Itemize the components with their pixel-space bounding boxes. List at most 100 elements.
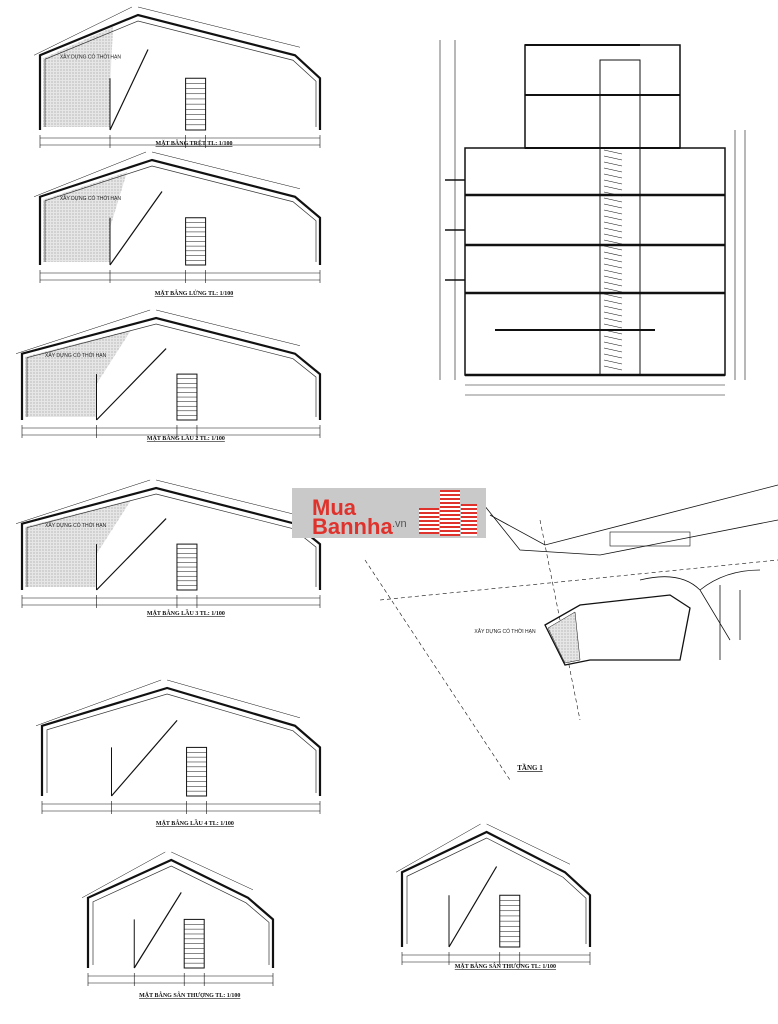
stair-step [603, 281, 623, 287]
dimension-line [15, 309, 151, 354]
site-plan [364, 484, 778, 781]
inner-wall [26, 323, 317, 417]
floor-plan-3 [15, 309, 322, 438]
dimension-line [156, 479, 301, 516]
floor-plan-1 [33, 6, 322, 148]
site-plan-title: TẦNG 1 [517, 764, 543, 772]
dimension-line [167, 679, 301, 719]
inner-wall [44, 165, 317, 262]
section-upper-floors [524, 44, 681, 149]
stair-step [603, 155, 623, 161]
site-plan-note: XÂY DỰNG CÓ THỜI HẠN [474, 628, 536, 635]
logo-text-vn: .vn [392, 518, 407, 530]
stair-step [603, 293, 623, 299]
street-centerline [379, 559, 778, 601]
slanted-wall [448, 866, 498, 948]
plan-title: MẶT BẰNG TRỆT TL: 1/100 [156, 139, 233, 147]
logo-building-icon [461, 504, 477, 536]
slanted-wall [96, 518, 167, 591]
logo-text-bannha: Bannha [312, 514, 393, 539]
slanted-wall [96, 348, 167, 421]
floor-plan-6 [81, 851, 275, 986]
floor-plan-5 [35, 679, 322, 814]
stair-step [603, 215, 623, 221]
plan-note: XÂY DỰNG CÓ THỜI HẠN [45, 352, 107, 359]
plan-note: XÂY DỰNG CÓ THỜI HẠN [45, 522, 107, 529]
building-section [439, 40, 746, 396]
plan-title: MẶT BẰNG SÂN THƯỢNG TL: 1/100 [139, 991, 240, 999]
road-edge [479, 499, 778, 556]
logo-building-icon [419, 508, 439, 534]
stair-step [603, 173, 623, 179]
dimension-line [15, 479, 151, 524]
stair-step [603, 359, 623, 365]
logo-building-icon [440, 490, 460, 536]
temporary-construction-area [43, 27, 113, 127]
stair-step [603, 335, 623, 341]
inner-wall [406, 837, 587, 944]
stair-step [603, 179, 623, 185]
outer-wall [40, 686, 322, 796]
outer-wall [20, 486, 322, 590]
stair-step [603, 239, 623, 245]
stair-step [603, 365, 623, 371]
floor-plan-7 [395, 823, 592, 965]
floor-plan-4 [15, 479, 322, 608]
street-centerline [539, 519, 581, 721]
plan-title: MẶT BẰNG LẦU 2 TL: 1/100 [147, 434, 225, 442]
inner-wall [46, 693, 317, 793]
stair-step [603, 221, 623, 227]
street-centerline [364, 559, 511, 781]
dimension-line [156, 309, 301, 346]
stair-step [603, 197, 623, 203]
temporary-construction-area [547, 611, 581, 664]
stair-step [603, 233, 623, 239]
stair-step [603, 275, 623, 281]
plan-title: MẶT BẰNG SÂN THƯỢNG TL: 1/100 [455, 962, 556, 970]
stair-step [603, 317, 623, 323]
stair-step [603, 287, 623, 293]
dimension-line [395, 823, 481, 873]
stair-step [603, 353, 623, 359]
stair-step [603, 323, 623, 329]
inner-wall [92, 865, 270, 965]
slanted-wall [133, 892, 182, 969]
stair-step [603, 347, 623, 353]
stair-step [603, 227, 623, 233]
stair-step [603, 305, 623, 311]
plan-title: MẶT BẰNG LẦU 3 TL: 1/100 [147, 609, 225, 617]
dimension-line [171, 851, 254, 891]
slanted-wall [109, 191, 163, 266]
lot-outline [544, 594, 691, 666]
section-stair-core [599, 59, 641, 376]
dimension-line [33, 151, 147, 197]
inner-wall [26, 493, 317, 587]
inner-wall [44, 20, 317, 127]
outer-wall [400, 830, 592, 947]
temporary-construction-area [43, 172, 127, 262]
plan-title: MẶT BẰNG LỬNG TL: 1/100 [155, 289, 234, 297]
stair-step [603, 191, 623, 197]
stair-step [603, 299, 623, 305]
plan-title: MẶT BẰNG LẦU 4 TL: 1/100 [156, 819, 234, 827]
section-outline [464, 147, 726, 376]
road-edge [489, 484, 778, 546]
neighbor-lot [609, 531, 691, 547]
watermark-logo: Mua Bannha .vn [292, 488, 486, 538]
dimension-line [486, 823, 571, 865]
stair-step [603, 269, 623, 275]
road-curve [699, 569, 761, 591]
dimension-line [81, 851, 166, 899]
outer-wall [20, 316, 322, 420]
outer-wall [38, 158, 322, 265]
stair-step [603, 341, 623, 347]
stair-step [603, 161, 623, 167]
slanted-wall [111, 720, 178, 797]
outer-wall [86, 858, 275, 968]
plan-note: XÂY DỰNG CÓ THỜI HẠN [60, 54, 122, 61]
outer-wall [38, 13, 322, 130]
logo-text-mua: Mua [312, 495, 356, 520]
stair-step [603, 149, 623, 155]
dimension-line [137, 6, 301, 48]
